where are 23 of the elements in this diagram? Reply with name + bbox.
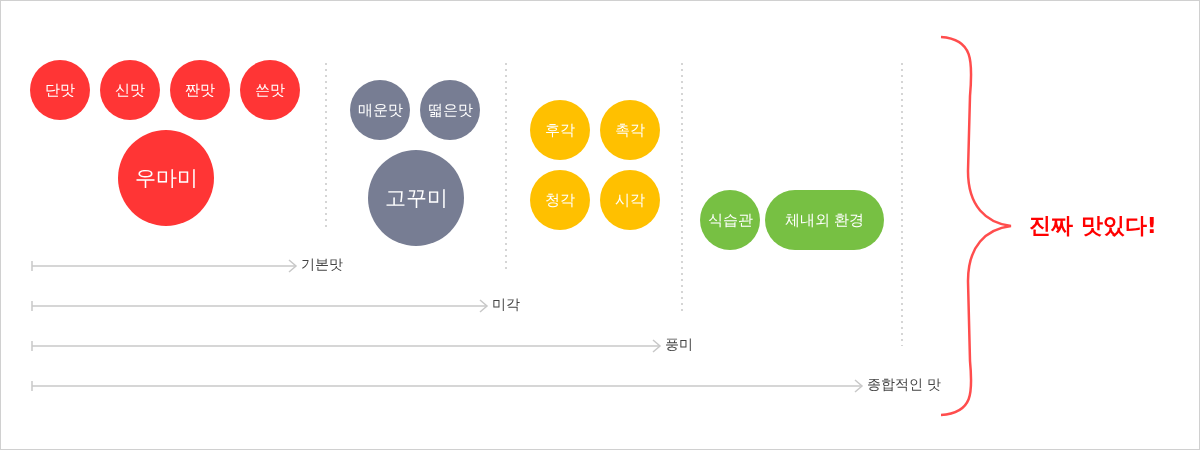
circle-node: 떫은맛: [420, 80, 480, 140]
circle-node: 시각: [600, 170, 660, 230]
circle-node: 짠맛: [170, 60, 230, 120]
circle-node: 신맛: [100, 60, 160, 120]
circle-node: 단맛: [30, 60, 90, 120]
arrow: [31, 259, 297, 273]
arrow: [31, 379, 863, 393]
circle-node: 고꾸미: [368, 150, 464, 246]
arrow: [31, 339, 661, 353]
circle-node: 식습관: [700, 190, 760, 250]
circle-node: 매운맛: [350, 80, 410, 140]
circle-node: 촉각: [600, 100, 660, 160]
conclusion-text: 진짜 맛있다!: [1029, 212, 1157, 240]
range-label: 풍미: [665, 335, 693, 353]
pill-node: 체내외 환경: [765, 190, 884, 250]
circle-node: 쓴맛: [240, 60, 300, 120]
circle-node: 우마미: [118, 130, 214, 226]
range-label: 종합적인 맛: [867, 375, 942, 393]
circle-node: 후각: [530, 100, 590, 160]
arrow: [31, 299, 488, 313]
circle-node: 청각: [530, 170, 590, 230]
range-label: 기본맛: [301, 255, 343, 273]
range-label: 미각: [492, 295, 520, 313]
